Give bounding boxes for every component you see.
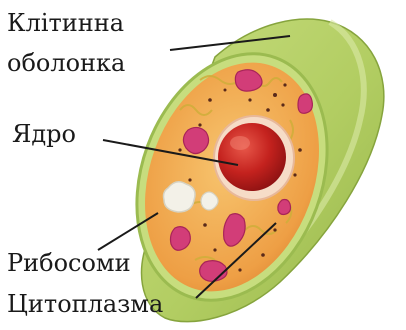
- label-cell-wall-line2: оболонка: [7, 49, 125, 77]
- label-cytoplasm: Цитоплазма: [7, 290, 163, 318]
- label-nucleus: Ядро: [12, 120, 76, 148]
- label-ribosomes: Рибосоми: [7, 249, 131, 277]
- label-cell-wall-line1: Клітинна: [7, 9, 124, 37]
- nucleus: [214, 116, 294, 200]
